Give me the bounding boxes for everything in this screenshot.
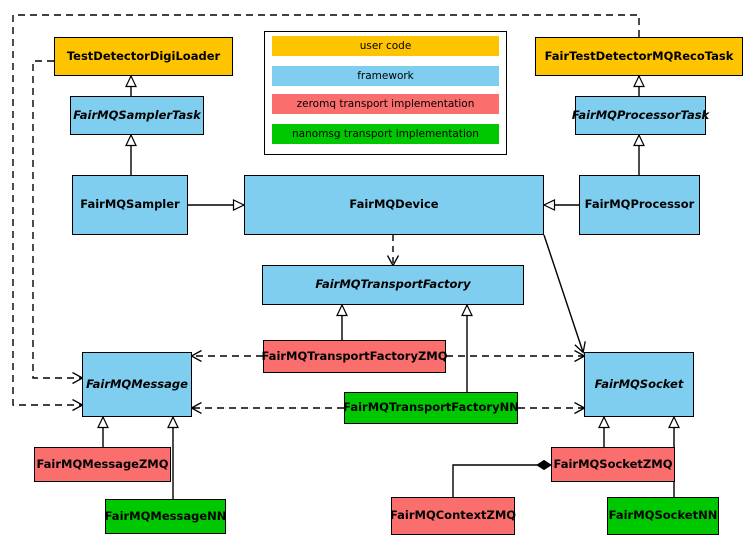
- class-node-fairmqsocketzmq[interactable]: FairMQSocketZMQ: [551, 447, 675, 482]
- edge-device-uses-socket: [543, 234, 583, 352]
- legend-item-nanomsg: nanomsg transport implementation: [272, 124, 499, 144]
- edge-contextzmq-composes-socketzmq: [452, 459, 552, 497]
- class-node-label: FairMQProcessorTask: [571, 107, 710, 122]
- class-node-label: FairMQMessageZMQ: [36, 456, 169, 471]
- class-node-fairmqmessagezmq[interactable]: FairMQMessageZMQ: [34, 447, 171, 482]
- class-node-label: TestDetectorDigiLoader: [66, 48, 221, 63]
- class-node-fairmqmessage[interactable]: FairMQMessage: [82, 352, 192, 417]
- class-node-fairmqtransportfactory[interactable]: FairMQTransportFactory: [262, 265, 524, 305]
- class-node-label: FairMQDevice: [349, 197, 439, 212]
- class-node-fairmqtransportfactoryzmq[interactable]: FairMQTransportFactoryZMQ: [261, 340, 448, 373]
- class-node-label: FairMQTransportFactoryNN: [343, 400, 519, 415]
- class-node-label: FairMQSocketNN: [608, 508, 718, 523]
- class-node-fairmqsocket[interactable]: FairMQSocket: [584, 352, 694, 417]
- class-node-fairmqdevice[interactable]: FairMQDevice: [244, 175, 544, 235]
- class-node-fairmqsamplertask[interactable]: FairMQSamplerTask: [70, 96, 204, 135]
- class-node-fairmqtransportfactorynn[interactable]: FairMQTransportFactoryNN: [343, 392, 519, 424]
- legend-item-framework: framework: [272, 66, 499, 86]
- class-node-fairmqsampler[interactable]: FairMQSampler: [72, 175, 188, 235]
- class-node-label: FairMQSocketZMQ: [553, 456, 673, 471]
- class-node-label: FairMQSamplerTask: [73, 107, 201, 122]
- class-node-fairmqmessagenn[interactable]: FairMQMessageNN: [105, 499, 226, 534]
- class-node-label: FairMQSocket: [594, 376, 684, 391]
- edge-digiloader-depends-message: [32, 60, 82, 378]
- class-node-label: FairMQSampler: [80, 197, 180, 212]
- class-node-testdetectordigiloader[interactable]: TestDetectorDigiLoader: [54, 37, 233, 76]
- legend-item-label: zeromq transport implementation: [296, 98, 475, 110]
- class-node-label: FairMQMessageNN: [104, 508, 227, 523]
- class-node-fairtestdetectormqrecotask[interactable]: FairTestDetectorMQRecoTask: [535, 37, 743, 76]
- legend-item-label: user code: [359, 40, 412, 52]
- legend-item-label: nanomsg transport implementation: [292, 128, 479, 140]
- edge-recotask-depends-message: [12, 14, 640, 405]
- class-node-label: FairMQProcessor: [584, 197, 695, 212]
- legend-item-label: framework: [357, 70, 414, 82]
- class-node-label: FairMQContextZMQ: [389, 508, 517, 523]
- class-node-fairmqcontextzmq[interactable]: FairMQContextZMQ: [389, 497, 517, 535]
- class-node-label: FairMQMessage: [86, 376, 188, 391]
- legend-item-user-code: user code: [272, 36, 499, 56]
- class-node-fairmqsocketnn[interactable]: FairMQSocketNN: [607, 497, 719, 535]
- class-node-fairmqprocessor[interactable]: FairMQProcessor: [579, 175, 700, 235]
- legend-item-zeromq: zeromq transport implementation: [272, 94, 499, 114]
- class-node-fairmqprocessortask[interactable]: FairMQProcessorTask: [571, 96, 710, 135]
- class-node-label: FairTestDetectorMQRecoTask: [544, 48, 734, 63]
- class-node-label: FairMQTransportFactory: [315, 277, 471, 292]
- class-node-label: FairMQTransportFactoryZMQ: [261, 348, 448, 363]
